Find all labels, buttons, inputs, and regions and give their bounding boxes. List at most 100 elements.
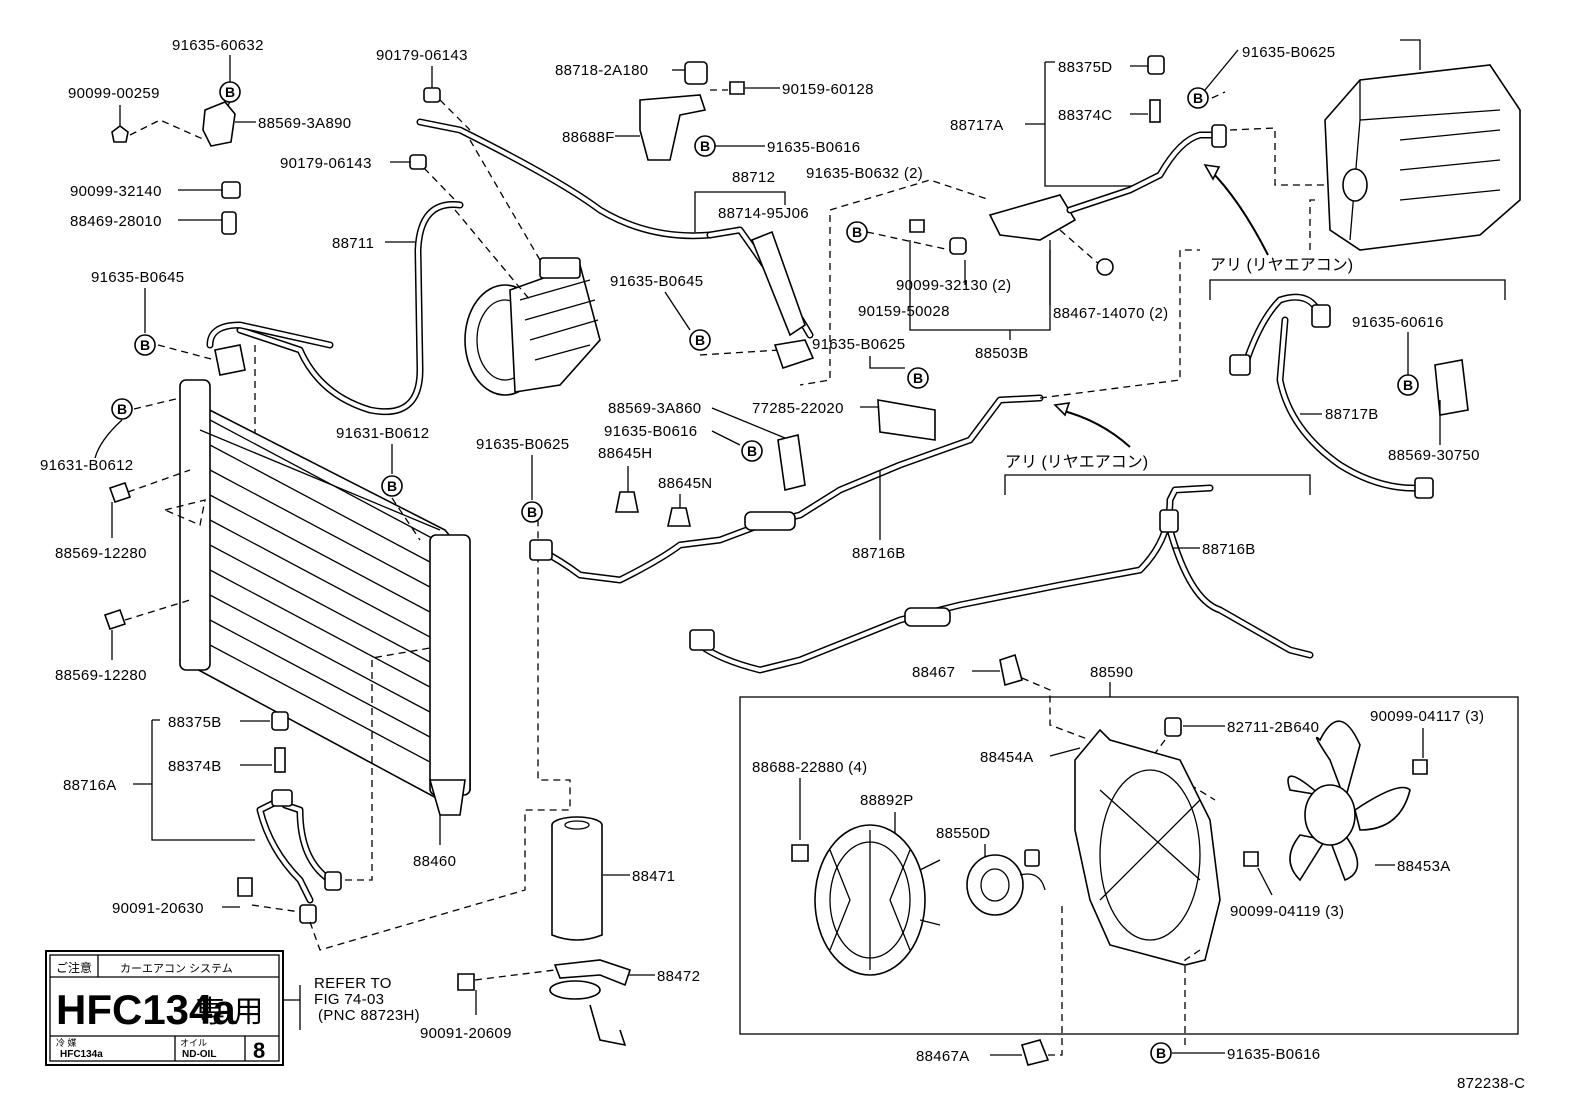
fitting-icon bbox=[529, 539, 553, 561]
label-91635-B0616-a: 91635-B0616 bbox=[767, 139, 860, 156]
clamp-icon bbox=[777, 434, 806, 491]
label-88375B: 88375B bbox=[168, 714, 222, 731]
b-callout: B bbox=[1397, 374, 1419, 396]
pipe-88717A-group: 88375D 88374C 88717A 91635-B0625 B bbox=[950, 39, 1521, 256]
arrow-icon bbox=[1209, 169, 1269, 256]
clip-icon bbox=[103, 608, 127, 631]
label-88688F: 88688F bbox=[562, 129, 615, 146]
bolt-icon bbox=[1243, 851, 1259, 867]
label-88688-22880-4: 88688-22880 (4) bbox=[752, 759, 867, 776]
clip-icon bbox=[108, 481, 132, 504]
label-rear-ac-middle: アリ (リヤエアコン) bbox=[1005, 454, 1148, 471]
label-88454A: 88454A bbox=[980, 749, 1034, 766]
clamp-icon bbox=[684, 61, 708, 85]
fan-assembly-frame bbox=[739, 696, 1519, 1035]
label-91635-B0625-b: 91635-B0625 bbox=[812, 336, 905, 353]
plate-oil-value: ND-OIL bbox=[182, 1049, 216, 1060]
nut-icon bbox=[1096, 258, 1114, 276]
rear-ac-middle-group: アリ (リヤエアコン) 88716B bbox=[689, 454, 1314, 674]
b-callout: B bbox=[219, 81, 241, 103]
label-90099-00259: 90099-00259 bbox=[68, 85, 160, 102]
fan-shroud-88892P bbox=[814, 824, 941, 976]
muffler-icon bbox=[904, 607, 951, 627]
rear-ac-top-group: アリ (リヤエアコン) 91635-60616 B 88569-30750 88… bbox=[1209, 257, 1506, 499]
label-90159-60128: 90159-60128 bbox=[782, 81, 874, 98]
plate-top-right: カーエアコン システム bbox=[120, 962, 233, 975]
bolt-icon bbox=[909, 219, 925, 233]
condenser-group: 91635-B0645 B B 91631-B0612 88460 91631-… bbox=[40, 269, 471, 870]
plate-refrig-value: HFC134a bbox=[60, 1049, 103, 1060]
bracket-88688F-group: 88718-2A180 90159-60128 88688F B 91635-B… bbox=[555, 61, 874, 161]
clamp-icon bbox=[773, 339, 815, 370]
fitting-icon bbox=[1229, 354, 1251, 376]
receiver-88471 bbox=[551, 816, 603, 941]
hose-88712-group: 88712 88714-95J06 91635-B0645 B bbox=[610, 169, 815, 370]
label-88472: 88472 bbox=[657, 968, 700, 985]
plate-refrig-label: 冷 媒 bbox=[56, 1037, 77, 1048]
evaporator-case bbox=[1324, 39, 1521, 251]
block-icon bbox=[877, 399, 936, 441]
svg-text:B: B bbox=[852, 224, 862, 240]
fitting-icon bbox=[1211, 124, 1227, 148]
label-91635-B0625-a: 91635-B0625 bbox=[1242, 44, 1335, 61]
label-90091-20609: 90091-20609 bbox=[420, 1025, 512, 1042]
bracket-88472 bbox=[549, 959, 632, 1047]
svg-text:B: B bbox=[1403, 377, 1413, 393]
plate-refrigerant: HFC134a bbox=[56, 986, 236, 1033]
pipe-88717A bbox=[1066, 131, 1219, 214]
svg-text:B: B bbox=[700, 138, 710, 154]
label-88569-12280-a: 88569-12280 bbox=[55, 545, 147, 562]
label-91631-B0612-b: 91631-B0612 bbox=[336, 425, 429, 442]
cap-icon bbox=[1147, 55, 1165, 75]
valve-core-icon bbox=[1149, 99, 1161, 123]
label-88460: 88460 bbox=[413, 853, 456, 870]
label-88716B-b: 88716B bbox=[1202, 541, 1256, 558]
plate-top-left: ご注意 bbox=[56, 960, 92, 975]
b-callout: B bbox=[134, 334, 156, 356]
label-88717A: 88717A bbox=[950, 117, 1004, 134]
fan-blade-88453A bbox=[1287, 720, 1411, 882]
label-88550D: 88550D bbox=[936, 825, 990, 842]
label-90099-32140: 90099-32140 bbox=[70, 183, 162, 200]
label-90091-20630: 90091-20630 bbox=[112, 900, 204, 917]
bolt-icon bbox=[111, 125, 129, 143]
svg-text:B: B bbox=[387, 478, 397, 494]
nut-icon bbox=[221, 181, 241, 199]
fitting-icon bbox=[221, 211, 237, 235]
fan-shroud-88454A bbox=[1074, 728, 1221, 966]
label-91635-B0616-b: 91635-B0616 bbox=[604, 423, 697, 440]
expansion-valve-icon bbox=[988, 194, 1077, 241]
b-callout: B bbox=[907, 367, 929, 389]
label-88712: 88712 bbox=[732, 169, 775, 186]
refer-note-line3: (PNC 88723H) bbox=[318, 1007, 420, 1024]
b-callout: B bbox=[1187, 87, 1209, 109]
bolt-icon bbox=[1412, 759, 1428, 775]
label-88467-14070-2: 88467-14070 (2) bbox=[1053, 305, 1168, 322]
figure-ref-code: 872238-C bbox=[1457, 1075, 1525, 1092]
clamp-icon bbox=[202, 101, 236, 147]
label-88717B: 88717B bbox=[1325, 406, 1379, 423]
label-88590: 88590 bbox=[1090, 664, 1133, 681]
fitting-icon bbox=[1159, 509, 1179, 533]
label-88714-95J06: 88714-95J06 bbox=[718, 205, 809, 222]
label-88374C: 88374C bbox=[1058, 107, 1112, 124]
fan-assembly-group: 88467 88590 82711-2B640 90099-04117 (3) … bbox=[739, 653, 1519, 1035]
label-91635-B0625-c: 91635-B0625 bbox=[476, 436, 569, 453]
nut-icon bbox=[949, 237, 967, 255]
label-90099-32130-2: 90099-32130 (2) bbox=[896, 277, 1011, 294]
label-91635-60632: 91635-60632 bbox=[172, 37, 264, 54]
bracket-icon bbox=[639, 94, 707, 161]
bolt-icon bbox=[729, 81, 745, 95]
svg-text:B: B bbox=[913, 370, 923, 386]
label-88471: 88471 bbox=[632, 868, 675, 885]
fitting-icon bbox=[689, 629, 715, 651]
label-88569-12280-b: 88569-12280 bbox=[55, 667, 147, 684]
svg-text:B: B bbox=[1193, 90, 1203, 106]
label-91635-B0645-b: 91635-B0645 bbox=[610, 273, 703, 290]
label-88467A: 88467A bbox=[916, 1048, 970, 1065]
refer-note-line2: FIG 74-03 bbox=[314, 991, 384, 1008]
clip-icon bbox=[791, 844, 809, 862]
cap-icon bbox=[409, 154, 427, 170]
label-90179-06143-a: 90179-06143 bbox=[376, 47, 468, 64]
